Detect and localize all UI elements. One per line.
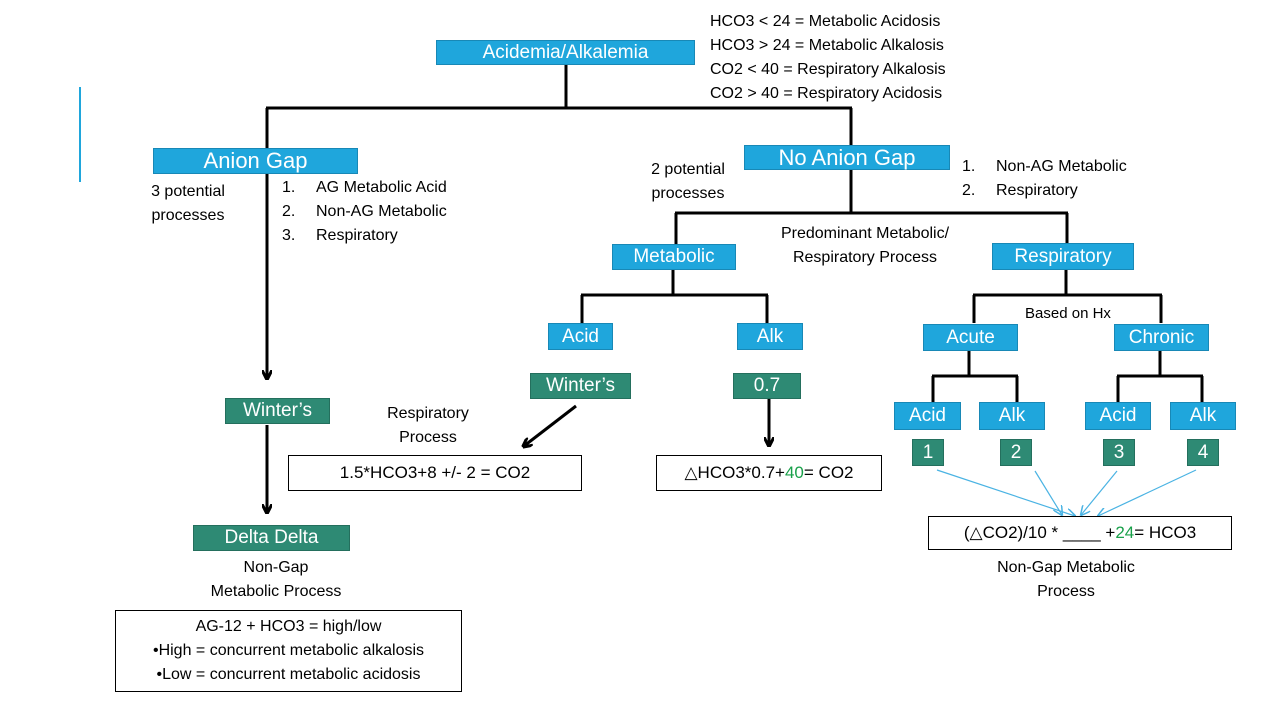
node-acidemia-alkalemia: Acidemia/Alkalemia [436, 40, 695, 65]
node-case-3: 3 [1103, 439, 1135, 466]
based-on-hx-label: Based on Hx [1025, 305, 1111, 322]
node-met-alk: Alk [737, 323, 803, 350]
winters-formula-box: 1.5*HCO3+8 +/- 2 = CO2 [288, 455, 582, 491]
predominant-process-label: Predominant Metabolic/Respiratory Proces… [780, 225, 950, 266]
resp-formula-box: (△CO2)/10 * ____ + 24 = HCO3 [928, 516, 1232, 550]
node-met-acid: Acid [548, 323, 613, 350]
node-no-anion-gap: No Anion Gap [744, 145, 950, 170]
node-met-07: 0.7 [733, 373, 801, 399]
node-chronic: Chronic [1114, 324, 1209, 351]
node-anion-gap: Anion Gap [153, 148, 358, 174]
node-metabolic: Metabolic [612, 244, 736, 270]
node-chronic-acid: Acid [1085, 402, 1151, 430]
list-item: 3.Respiratory [282, 227, 398, 244]
node-met-winters: Winter’s [530, 373, 631, 399]
node-case-2: 2 [1000, 439, 1032, 466]
legend-line-4: CO2 > 40 = Respiratory Acidosis [710, 85, 943, 102]
list-item: 1.AG Metabolic Acid [282, 179, 447, 196]
node-respiratory: Respiratory [992, 243, 1134, 270]
node-acute: Acute [923, 324, 1018, 351]
node-acute-alk: Alk [979, 402, 1045, 430]
legend-line-3: CO2 < 40 = Respiratory Alkalosis [710, 61, 946, 78]
alk-formula-box: △HCO3*0.7+40= CO2 [656, 455, 882, 491]
node-chronic-alk: Alk [1170, 402, 1236, 430]
list-item: 2.Respiratory [962, 182, 1078, 199]
node-ag-winters: Winter’s [225, 398, 330, 424]
legend-line-1: HCO3 < 24 = Metabolic Acidosis [710, 13, 941, 30]
delta-delta-formula-box: AG-12 + HCO3 = high/low •High = concurre… [115, 610, 462, 692]
node-case-4: 4 [1187, 439, 1219, 466]
node-acute-acid: Acid [894, 402, 961, 430]
nag-process-list: 1.Non-AG Metabolic 2.Respiratory [962, 155, 1127, 203]
list-item: 1.Non-AG Metabolic [962, 158, 1127, 175]
node-case-1: 1 [912, 439, 944, 466]
legend-line-2: HCO3 > 24 = Metabolic Alkalosis [710, 37, 944, 54]
ag-process-list: 1.AG Metabolic Acid 2.Non-AG Metabolic 3… [282, 176, 447, 248]
list-item: 2.Non-AG Metabolic [282, 203, 447, 220]
node-delta-delta: Delta Delta [193, 525, 350, 551]
